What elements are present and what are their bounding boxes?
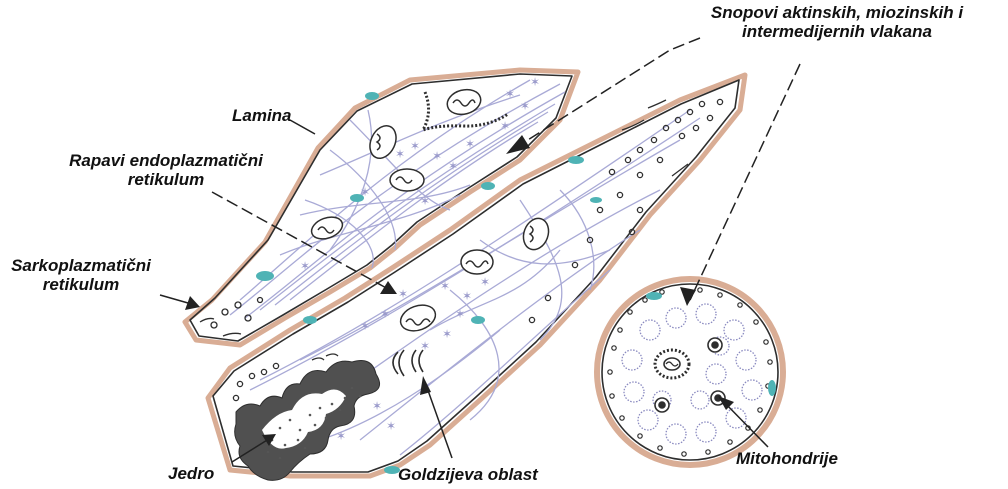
label-rough-er-line1: Rapavi endoplazmatični xyxy=(48,151,284,170)
label-filament-bundles-line1: Snopovi aktinskih, miozinskih i xyxy=(672,3,1002,22)
leader-lamina xyxy=(290,120,315,134)
svg-text:✶: ✶ xyxy=(420,194,430,208)
cross-section-filament-bundles xyxy=(622,304,762,444)
label-filament-bundles: Snopovi aktinskih, miozinskih i intermed… xyxy=(672,3,1002,41)
svg-text:✶: ✶ xyxy=(520,99,530,113)
label-lamina: Lamina xyxy=(232,106,292,125)
cross-section-lamina xyxy=(597,279,783,465)
cross-section xyxy=(597,279,783,465)
leader-rough-er xyxy=(212,192,390,290)
svg-text:✶: ✶ xyxy=(395,147,405,161)
svg-text:✶: ✶ xyxy=(505,87,515,101)
svg-text:✶: ✶ xyxy=(360,319,370,333)
arrowhead-rough-er xyxy=(380,281,397,294)
svg-text:✶: ✶ xyxy=(448,159,458,173)
leader-mito-cross xyxy=(690,64,800,300)
svg-text:✶: ✶ xyxy=(420,339,430,353)
svg-text:✶: ✶ xyxy=(432,149,442,163)
svg-text:✶: ✶ xyxy=(442,327,452,341)
label-nucleus: Jedro xyxy=(168,464,214,483)
svg-text:✶: ✶ xyxy=(386,419,396,433)
cross-section-center-mito xyxy=(655,350,689,378)
label-rough-er: Rapavi endoplazmatični retikulum xyxy=(48,151,284,189)
label-sarcoplasmic-reticulum: Sarkoplazmatični retikulum xyxy=(6,256,156,294)
svg-text:✶: ✶ xyxy=(398,287,408,301)
svg-text:✶: ✶ xyxy=(500,119,510,133)
svg-text:✶: ✶ xyxy=(380,307,390,321)
svg-text:✶: ✶ xyxy=(410,139,420,153)
arrowhead-mito-cross xyxy=(680,287,696,306)
svg-text:✶: ✶ xyxy=(465,137,475,151)
svg-text:✶: ✶ xyxy=(336,429,346,443)
svg-text:✶: ✶ xyxy=(300,259,310,273)
svg-text:✶: ✶ xyxy=(480,275,490,289)
svg-text:✶: ✶ xyxy=(462,289,472,303)
label-rough-er-line2: retikulum xyxy=(48,170,284,189)
golgi-stack xyxy=(393,350,423,376)
label-mitochondria: Mitohondrije xyxy=(736,449,838,468)
label-golgi: Goldzijeva oblast xyxy=(398,465,538,484)
label-sarco-line1: Sarkoplazmatični xyxy=(6,256,156,275)
svg-text:✶: ✶ xyxy=(372,399,382,413)
lower-cell: ✶ ✶ ✶ ✶ ✶ ✶ ✶ ✶ ✶ ✶ ✶ ✶ xyxy=(208,75,745,480)
svg-text:✶: ✶ xyxy=(455,307,465,321)
cross-section-vesicles xyxy=(608,288,772,456)
svg-text:✶: ✶ xyxy=(530,75,540,89)
svg-text:✶: ✶ xyxy=(440,279,450,293)
label-sarco-line2: retikulum xyxy=(6,275,156,294)
label-filament-bundles-line2: intermedijernih vlakana xyxy=(672,22,1002,41)
